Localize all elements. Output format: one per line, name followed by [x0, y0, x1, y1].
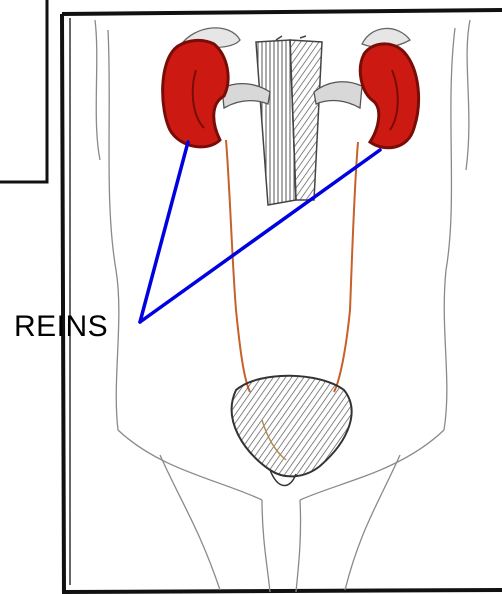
- reins-pointer-lines: [140, 142, 380, 322]
- bladder: [232, 376, 352, 486]
- pointer-line-right-kidney: [140, 150, 380, 322]
- reins-label: REINS: [14, 307, 108, 347]
- kidney-right: [360, 44, 418, 148]
- great-vessels: [256, 36, 322, 205]
- kidney-left: [163, 40, 228, 146]
- left-panel-frame: [0, 0, 47, 182]
- pointer-line-left-kidney: [140, 142, 188, 322]
